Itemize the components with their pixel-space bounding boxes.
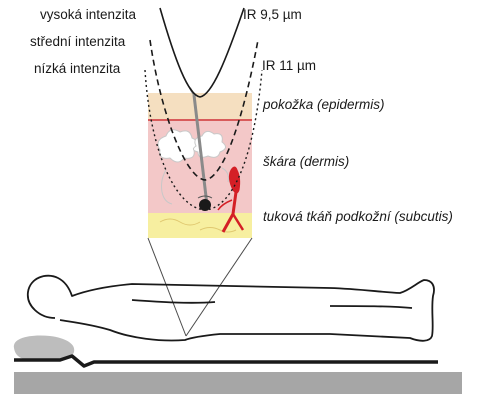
label-ir-9-5: IR 9,5 µm bbox=[243, 7, 302, 22]
label-high-intensity: vysoká intenzita bbox=[40, 7, 137, 22]
label-ir-11: IR 11 µm bbox=[262, 58, 316, 73]
label-medium-intensity: střední intenzita bbox=[30, 34, 126, 49]
lying-person-outline bbox=[28, 276, 434, 341]
label-subcutis: tuková tkáň podkožní (subcutis) bbox=[263, 209, 453, 224]
label-dermis: škára (dermis) bbox=[263, 154, 349, 169]
high-intensity-curve bbox=[160, 8, 244, 97]
label-epidermis: pokožka (epidermis) bbox=[262, 97, 385, 112]
bed-bar bbox=[14, 356, 438, 366]
mattress-icon bbox=[14, 372, 462, 394]
subcutis-layer bbox=[148, 213, 252, 238]
label-low-intensity: nízká intenzita bbox=[34, 61, 121, 76]
